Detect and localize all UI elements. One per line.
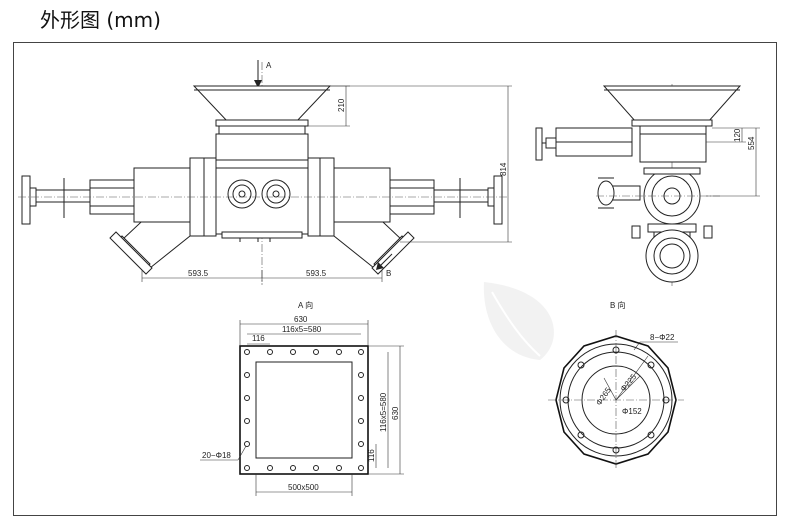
view-a-dim-630-top: 630 <box>294 315 308 324</box>
view-a-holes-label: 20−Φ18 <box>202 451 231 460</box>
view-a-dim-116x5-right: 116x5=580 <box>379 392 388 432</box>
view-b-holes-label: 8−Φ22 <box>650 333 675 342</box>
view-b-label: B 向 <box>610 300 626 310</box>
view-a-dim-630-right: 630 <box>391 406 400 420</box>
view-a-dim-bottom: 500x500 <box>288 483 319 492</box>
view-b-d265: Φ265 <box>594 385 613 407</box>
arrow-a-label: A <box>266 61 272 70</box>
view-a-dim-116-right: 116 <box>367 449 376 462</box>
view-b: B 向 Φ265 Φ225 Φ152 8−Φ22 <box>548 300 684 470</box>
view-a-holes <box>244 349 364 471</box>
dim-593-left: 593.5 <box>188 269 209 278</box>
view-b-holes <box>562 346 670 454</box>
view-a-dim-116x5-top: 116x5=580 <box>282 325 322 334</box>
arrow-b-label: B <box>386 269 391 278</box>
front-view: A 210 <box>18 60 512 285</box>
view-b-d152: Φ152 <box>622 407 642 416</box>
dim-120: 120 <box>733 128 742 142</box>
dim-593-right: 593.5 <box>306 269 327 278</box>
view-a-label: A 向 <box>298 300 313 310</box>
dim-814: 814 <box>499 162 508 176</box>
dim-554: 554 <box>747 136 756 150</box>
leaf-watermark <box>483 282 554 360</box>
view-a: A 向 630 116x5=580 116 630 116x <box>200 300 404 496</box>
dim-210: 210 <box>337 98 346 112</box>
page-title: 外形图 (mm) <box>40 8 161 32</box>
view-b-d225: Φ225 <box>619 372 639 393</box>
side-view: 120 554 <box>535 84 760 286</box>
drawing-frame <box>13 42 777 516</box>
view-a-dim-116-top: 116 <box>252 334 265 343</box>
